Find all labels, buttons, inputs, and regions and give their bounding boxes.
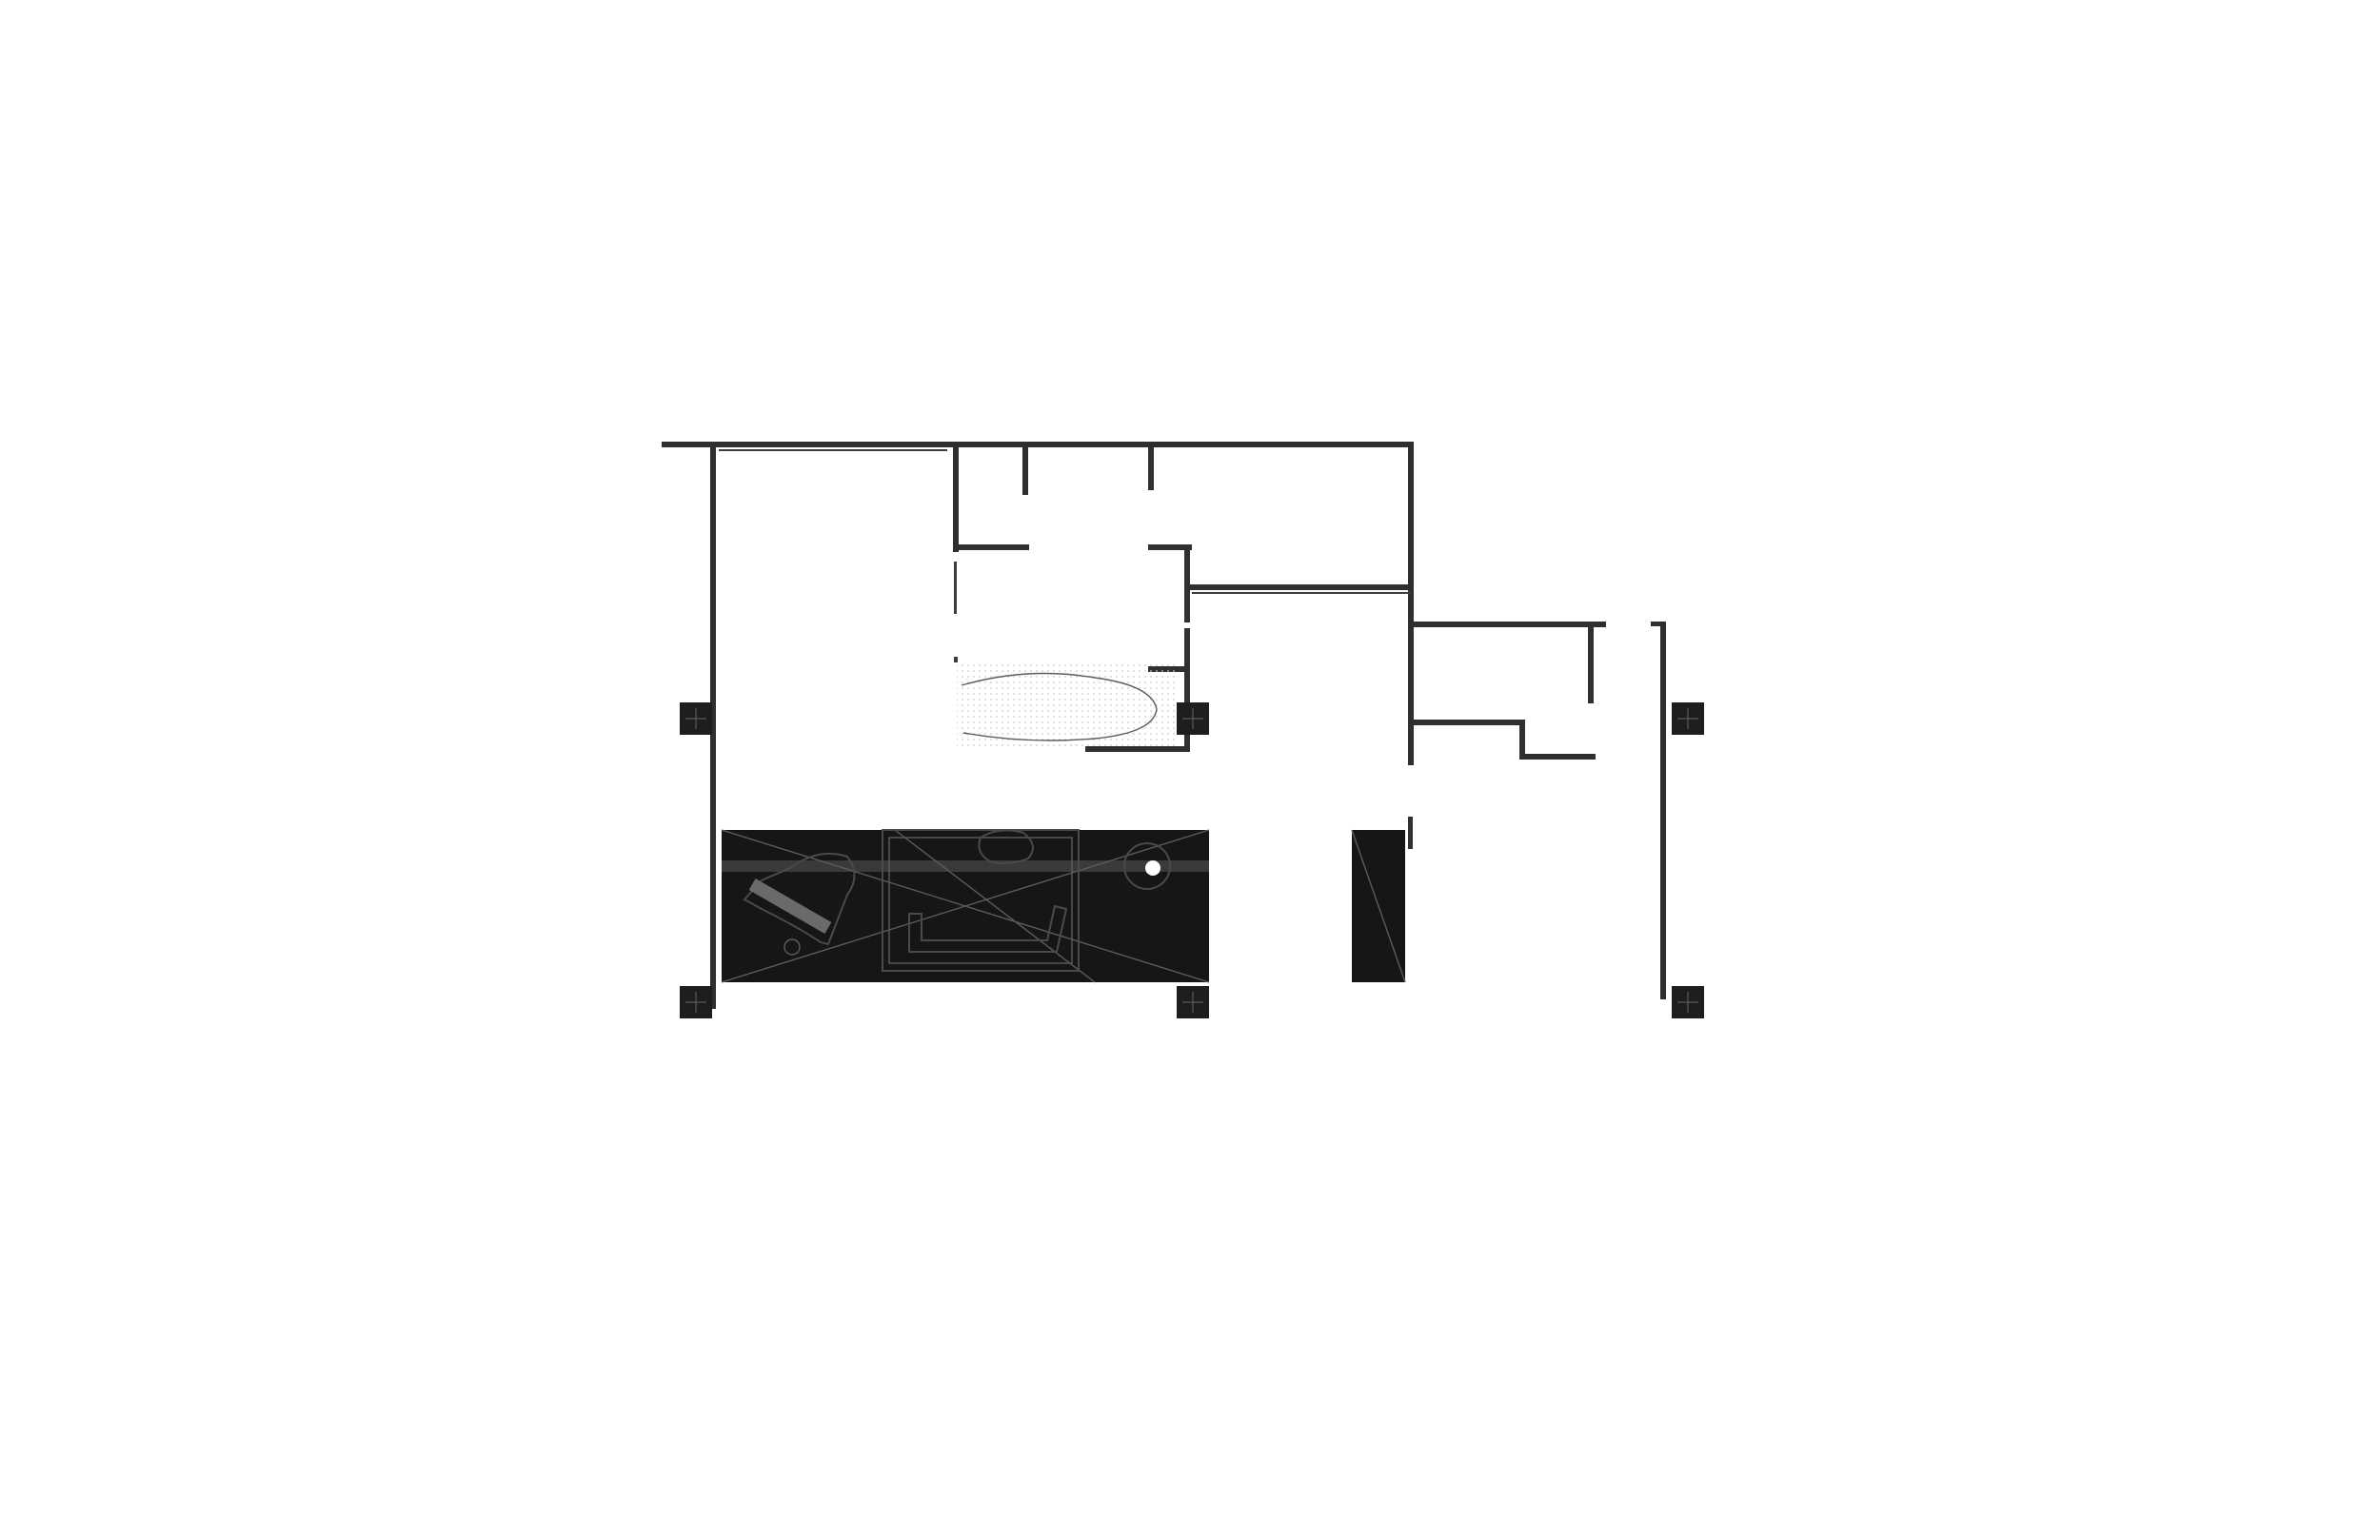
wall-annex-top bbox=[1408, 622, 1606, 627]
wall-core-top-stub-a bbox=[1022, 447, 1028, 495]
wall-top bbox=[662, 442, 1414, 447]
wall-annex-left bbox=[1408, 622, 1414, 765]
wall-annex-bottom bbox=[1519, 754, 1596, 760]
wall-core-left-thin bbox=[954, 562, 957, 614]
wall-upper-right bbox=[1408, 442, 1414, 765]
round-table bbox=[978, 829, 1034, 864]
column-3 bbox=[1672, 702, 1704, 735]
wall-core-left-stub bbox=[954, 657, 958, 662]
light-band bbox=[722, 860, 1209, 872]
dark-volume-living bbox=[721, 829, 1210, 983]
column-6 bbox=[1672, 986, 1704, 1018]
lamp-ring bbox=[1123, 842, 1171, 890]
wall-upper-room-bottom bbox=[1188, 584, 1414, 590]
wall-core-top-stub-b bbox=[1148, 447, 1154, 490]
wall-core-left bbox=[953, 447, 959, 552]
hatched-zone bbox=[957, 664, 1178, 748]
rug bbox=[882, 829, 1080, 972]
wall-far-right bbox=[1660, 623, 1666, 999]
wall-core-mid-right bbox=[1148, 544, 1192, 550]
sofa bbox=[908, 904, 1068, 953]
dark-volume-small bbox=[1351, 829, 1406, 983]
wall-annex-mid bbox=[1408, 720, 1524, 725]
wall-core-bottom bbox=[1085, 746, 1190, 752]
column-2 bbox=[1177, 702, 1209, 735]
wall-core-mid-left bbox=[953, 544, 1029, 550]
wall-annex-step bbox=[1519, 720, 1525, 760]
column-5 bbox=[1177, 986, 1209, 1018]
wall-core-right-lower bbox=[1184, 628, 1190, 752]
column-1 bbox=[680, 702, 712, 735]
wall-core-right bbox=[1184, 544, 1190, 622]
wall-far-right-cap bbox=[1651, 622, 1666, 626]
wall-annex-inner-right bbox=[1588, 627, 1594, 703]
piano-keys bbox=[748, 878, 832, 935]
columns bbox=[680, 702, 1704, 1018]
wall-top-double bbox=[719, 449, 947, 451]
wall-upper-room-bottom-double bbox=[1192, 592, 1411, 594]
hatched-curve bbox=[961, 672, 1158, 741]
column-4 bbox=[680, 986, 712, 1018]
piano bbox=[743, 852, 856, 946]
lamp-light bbox=[1145, 860, 1160, 876]
stool bbox=[783, 938, 801, 956]
wall-left bbox=[710, 447, 716, 1009]
wall-annex-left-stub bbox=[1408, 817, 1413, 849]
